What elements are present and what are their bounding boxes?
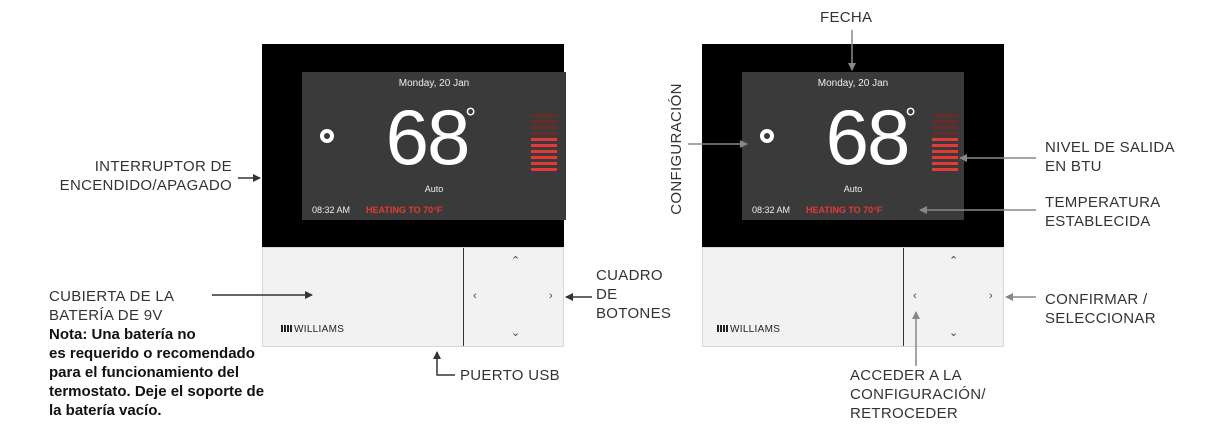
date-display: Monday, 20 Jan	[817, 78, 889, 89]
chevron-up-icon[interactable]: ⌃	[949, 255, 959, 267]
thermostat-left-screen: Monday, 20 Jan 68 ° Auto 08:32 AM HEATIN…	[302, 72, 566, 220]
btu-bar	[531, 144, 557, 147]
chevron-right-icon[interactable]: ›	[989, 290, 993, 302]
date-label: FECHA	[820, 9, 873, 26]
gear-icon[interactable]	[760, 129, 774, 143]
thermostat-right-screen: Monday, 20 Jan 68 ° Auto 08:32 AM HEATIN…	[742, 72, 964, 220]
btu-bar	[531, 126, 557, 129]
btu-bar	[531, 114, 557, 117]
confirm-label: CONFIRMAR / SELECCIONAR	[1045, 291, 1156, 327]
btu-level-bars	[531, 114, 557, 174]
btu-bar	[932, 168, 958, 171]
button-pad-divider	[463, 248, 464, 346]
settings-label: CONFIGURACIÓN	[668, 83, 685, 215]
mode-display: Auto	[424, 184, 444, 194]
thermostat-right-bezel: WILLIAMS ⌃ ‹ › ⌄	[702, 247, 1004, 347]
usb-port-arrow	[433, 351, 455, 376]
mode-display: Auto	[843, 184, 863, 194]
heating-status: HEATING TO 70°F	[806, 205, 883, 215]
battery-cover-label: CUBIERTA DE LA BATERÍA DE 9V	[49, 288, 175, 324]
btu-level-bars	[932, 114, 958, 174]
date-display: Monday, 20 Jan	[398, 78, 470, 89]
degree-symbol: °	[465, 102, 477, 133]
btu-bar	[531, 168, 557, 171]
gear-icon[interactable]	[320, 129, 334, 143]
btu-bar	[932, 138, 958, 141]
thermostat-right-frame: Monday, 20 Jan 68 ° Auto 08:32 AM HEATIN…	[702, 44, 1004, 247]
chevron-left-icon[interactable]: ‹	[473, 290, 477, 302]
temperature-display: 68	[385, 93, 471, 181]
brand-logo: WILLIAMS	[281, 324, 344, 335]
set-temp-label: TEMPERATURA ESTABLECIDA	[1045, 194, 1161, 230]
btu-bar	[531, 150, 557, 153]
brand-mark-icon	[717, 325, 729, 332]
power-switch-label: INTERRUPTOR DE ENCENDIDO/APAGADO	[59, 158, 232, 194]
btu-bar	[932, 156, 958, 159]
back-label: ACCEDER A LA CONFIGURACIÓN/ RETROCEDER	[850, 367, 986, 422]
btu-bar	[531, 162, 557, 165]
chevron-left-icon[interactable]: ‹	[913, 290, 917, 302]
btu-bar	[932, 150, 958, 153]
degree-symbol: °	[905, 102, 917, 133]
heating-status: HEATING TO 70°F	[366, 205, 443, 215]
btu-bar	[932, 132, 958, 135]
time-display: 08:32 AM	[752, 205, 791, 215]
btu-bar	[932, 114, 958, 117]
time-display: 08:32 AM	[312, 205, 351, 215]
btu-bar	[932, 126, 958, 129]
button-pad-divider	[903, 248, 904, 346]
btu-bar	[531, 132, 557, 135]
btu-bar	[932, 162, 958, 165]
btu-output-label: NIVEL DE SALIDA EN BTU	[1045, 139, 1175, 175]
btu-bar	[531, 156, 557, 159]
temperature-display: 68	[825, 93, 911, 181]
chevron-up-icon[interactable]: ⌃	[511, 255, 521, 267]
chevron-down-icon[interactable]: ⌄	[949, 327, 959, 339]
button-pad-label: CUADRO DE BOTONES	[596, 267, 672, 322]
btu-bar	[531, 120, 557, 123]
usb-port-label: PUERTO USB	[460, 367, 560, 384]
chevron-right-icon[interactable]: ›	[549, 290, 553, 302]
btu-bar	[932, 144, 958, 147]
chevron-down-icon[interactable]: ⌄	[511, 327, 521, 339]
btu-bar	[932, 120, 958, 123]
btu-bar	[531, 138, 557, 141]
battery-note: Nota: Una batería no es requerido o reco…	[49, 326, 265, 419]
brand-logo: WILLIAMS	[717, 324, 780, 335]
brand-mark-icon	[281, 325, 293, 332]
thermostat-left-frame: Monday, 20 Jan 68 ° Auto 08:32 AM HEATIN…	[262, 44, 566, 247]
